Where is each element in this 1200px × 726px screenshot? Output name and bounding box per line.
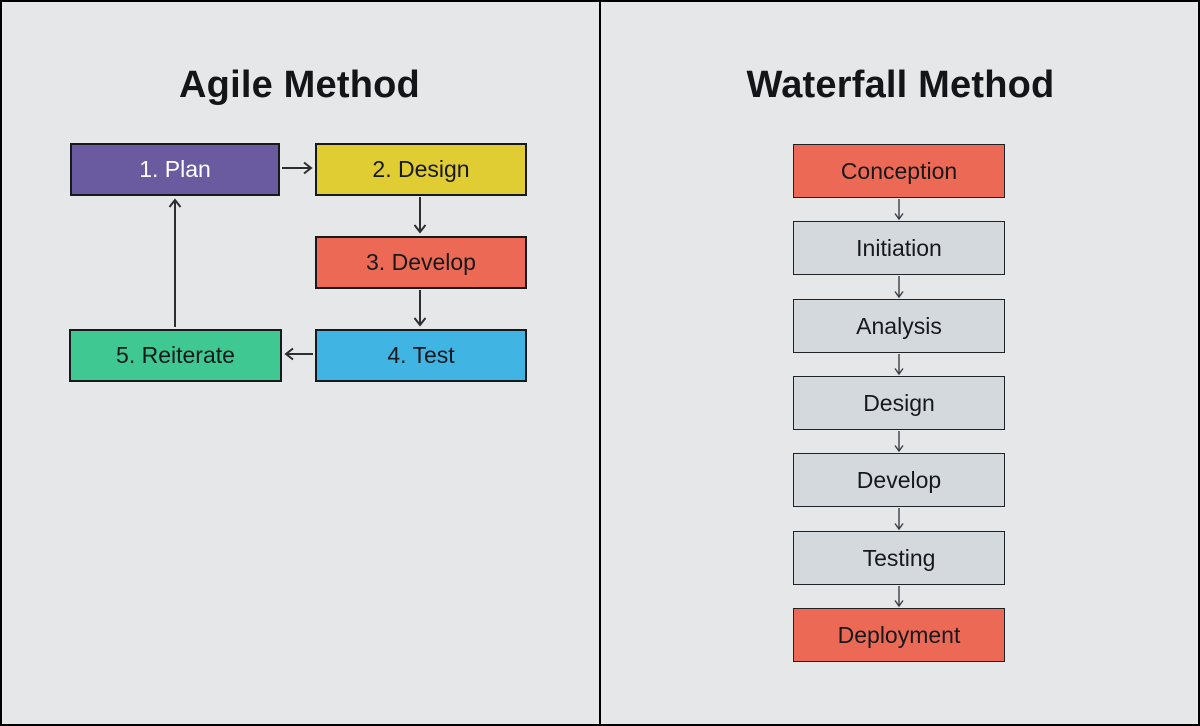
waterfall-step-develop-label: Develop: [856, 466, 942, 493]
waterfall-panel: Waterfall Method: [601, 0, 1200, 726]
agile-step-develop-label: 3. Develop: [366, 249, 476, 275]
agile-step-design: 2. Design: [315, 143, 527, 196]
waterfall-step-deployment: Deployment: [793, 608, 1005, 662]
waterfall-step-initiation-label: Initiation: [856, 234, 942, 261]
waterfall-step-design-label: Design: [863, 389, 935, 416]
waterfall-step-testing-label: Testing: [862, 544, 936, 571]
waterfall-step-conception: Conception: [793, 144, 1005, 198]
waterfall-step-initiation: Initiation: [793, 221, 1005, 275]
agile-panel: Agile Method: [0, 0, 599, 726]
agile-step-develop: 3. Develop: [315, 236, 527, 289]
waterfall-step-design: Design: [793, 376, 1005, 430]
agile-step-reiterate-label: 5. Reiterate: [116, 342, 235, 368]
waterfall-step-testing: Testing: [793, 531, 1005, 585]
agile-step-plan: 1. Plan: [70, 143, 280, 196]
agile-step-test: 4. Test: [315, 329, 527, 382]
waterfall-step-analysis: Analysis: [793, 299, 1005, 353]
waterfall-step-develop: Develop: [793, 453, 1005, 507]
panel-divider: [599, 0, 601, 726]
agile-step-design-label: 2. Design: [372, 156, 470, 182]
waterfall-title: Waterfall Method: [746, 64, 1055, 106]
agile-step-plan-label: 1. Plan: [139, 156, 211, 182]
waterfall-step-deployment-label: Deployment: [837, 621, 961, 648]
agile-step-reiterate: 5. Reiterate: [69, 329, 282, 382]
waterfall-step-analysis-label: Analysis: [856, 312, 942, 339]
agile-step-test-label: 4. Test: [387, 342, 455, 368]
waterfall-step-conception-label: Conception: [840, 157, 958, 184]
agile-title: Agile Method: [179, 64, 420, 106]
